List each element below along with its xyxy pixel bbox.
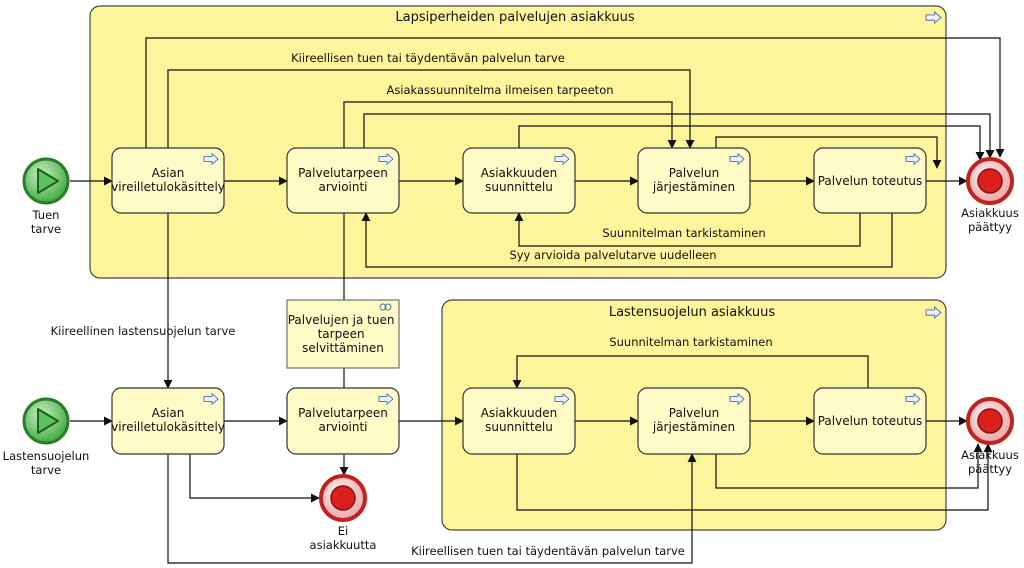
subprocess-lapsiperheet: Lapsiperheiden palvelujen asiakkuus [89,5,947,279]
task-label: vireilletulokäsittely [111,420,225,434]
end-top-label: Asiakkuus [961,206,1019,220]
flow-labels: Kiireellisen tuen tai täydentävän palvel… [51,51,773,558]
end-event-top[interactable] [966,157,1014,205]
svg-text:Palvelun toteutus: Palvelun toteutus [818,174,923,188]
task-label: järjestäminen [652,180,735,194]
flow-label-urgent-child: Kiireellinen lastensuojelun tarve [51,324,236,338]
start-top-label: tarve [31,222,61,236]
stop-icon [330,485,356,511]
flow-label-plan-unneeded: Asiakassuunnitelma ilmeisen tarpeeton [386,83,613,97]
task-label: Palvelutarpeen [298,166,388,180]
start-top-label: Tuen [32,208,60,222]
start-event-tuen-tarve[interactable] [22,157,70,205]
task-label: Asian [152,166,185,180]
subprocess-lastensuojelu-title: Lastensuojelun asiakkuus [609,305,776,320]
task-label: Asian [152,406,185,420]
task-label: Asiakkuuden [481,406,558,420]
link-icon [379,303,392,311]
flow-label-urgent-bottom: Kiireellisen tuen tai täydentävän palvel… [411,544,685,558]
stop-icon [977,408,1003,434]
play-icon [37,168,59,194]
end-bottom-label: päättyy [968,462,1012,476]
task-label: Palvelun toteutus [818,174,923,188]
task-label: suunnittelu [485,180,553,194]
end-none-label: Ei [338,524,348,538]
subprocess-lapsiperheet-title: Lapsiperheiden palvelujen asiakkuus [395,10,634,25]
task-label: Palvelun [669,166,719,180]
flow-label-plan-review-bottom: Suunnitelman tarkistaminen [609,335,772,349]
stop-icon [977,168,1003,194]
flow-label-plan-review-top: Suunnitelman tarkistaminen [602,226,765,240]
end-none-label: asiakkuutta [310,538,377,552]
task-bottom-exec[interactable]: Palvelun toteutus [813,387,927,455]
task-label: Palvelun toteutus [818,414,923,428]
task-label: järjestäminen [652,420,735,434]
task-top-exec[interactable]: Palvelun toteutus [813,147,927,214]
svg-text:Palvelujen ja tuen tarpe: Palvelujen ja tuen tarpeen selvittäminen [288,313,399,355]
svg-text:Palvelun toteutus: Palvelun toteutus [818,414,923,428]
task-label: arviointi [318,420,367,434]
flow-label-urgent-top: Kiireellisen tuen tai täydentävän palvel… [291,51,565,65]
clarify-needs-note: Palvelujen ja tuen tarpeen selvittäminen [286,299,400,369]
clarify-line-3: selvittäminen [302,341,384,355]
task-label: Asiakkuuden [481,166,558,180]
end-event-no-customer[interactable] [319,474,367,522]
clarify-line-1: Palvelujen ja tuen [288,313,395,327]
task-label: arviointi [318,180,367,194]
start-event-lastensuojelu[interactable] [22,397,70,445]
end-event-bottom[interactable] [966,397,1014,445]
start-bottom-label: Lastensuojelun [3,449,90,463]
start-bottom-label: tarve [31,463,61,477]
task-label: suunnittelu [485,420,553,434]
task-label: vireilletulokäsittely [111,180,225,194]
sequence-flows [70,37,1005,564]
clarify-line-2: tarpeen [318,327,365,341]
flow-label-reassess: Syy arvioida palvelutarve uudelleen [509,248,716,262]
task-label: Palvelun [669,406,719,420]
end-bottom-label: Asiakkuus [961,448,1019,462]
task-label: Palvelutarpeen [298,406,388,420]
end-top-label: päättyy [968,220,1012,234]
play-icon [37,408,59,434]
